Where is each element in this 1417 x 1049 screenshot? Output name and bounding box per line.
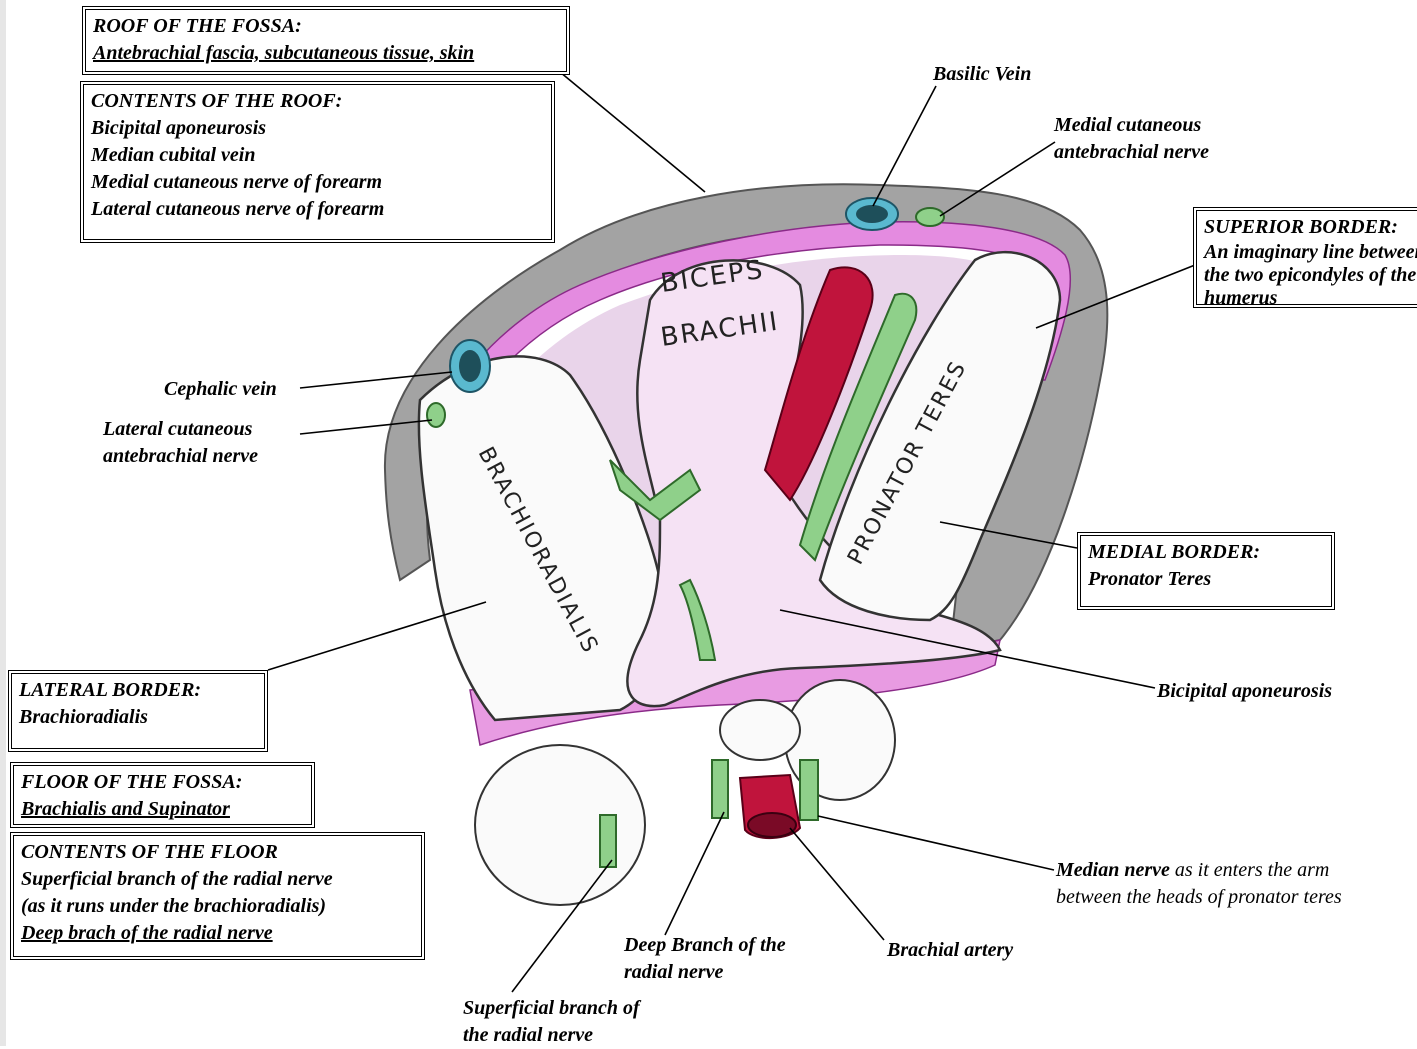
superior-border-line: humerus xyxy=(1204,287,1416,308)
lateral-border-title: LATERAL BORDER: xyxy=(19,677,257,704)
floor-contents-item: Superficial branch of the radial nerve xyxy=(21,866,414,893)
basilic-vein-label: Basilic Vein xyxy=(933,61,1031,88)
lateral-border-text: Brachioradialis xyxy=(19,704,257,731)
floor-contents-item: Deep brach of the radial nerve xyxy=(21,920,414,947)
superior-border-line: the two epicondyles of the xyxy=(1204,264,1416,287)
median-nerve-stub xyxy=(800,760,818,820)
superior-border-title: SUPERIOR BORDER: xyxy=(1204,214,1416,241)
medial-border-text: Pronator Teres xyxy=(1088,566,1324,593)
floor-title: FLOOR OF THE FOSSA: xyxy=(21,769,304,796)
floor-contents-title: CONTENTS OF THE FLOOR xyxy=(21,839,414,866)
lateral-cutaneous-line: Lateral cutaneous xyxy=(103,416,258,443)
lateral-cutaneous-line: antebrachial nerve xyxy=(103,443,258,470)
medial-cutaneous-line: antebrachial nerve xyxy=(1054,139,1209,166)
deep-branch-line: radial nerve xyxy=(624,959,786,986)
floor-contents-item: (as it runs under the brachioradialis) xyxy=(21,893,414,920)
deep-branch-label: Deep Branch of the radial nerve xyxy=(624,932,786,986)
superficial-branch-label: Superficial branch of the radial nerve xyxy=(463,995,640,1049)
roof-text: Antebrachial fascia, subcutaneous tissue… xyxy=(93,40,559,67)
superficial-branch-stub xyxy=(600,815,616,867)
medial-border-box: MEDIAL BORDER: Pronator Teres xyxy=(1077,532,1335,610)
roof-title: ROOF OF THE FOSSA: xyxy=(93,13,559,40)
superficial-branch-line: the radial nerve xyxy=(463,1022,640,1049)
roof-contents-item: Lateral cutaneous nerve of forearm xyxy=(91,196,544,223)
median-nerve-line2: between the heads of pronator teres xyxy=(1056,884,1342,911)
floor-blob-center xyxy=(720,700,800,760)
roof-contents-item: Medial cutaneous nerve of forearm xyxy=(91,169,544,196)
roof-contents-box: CONTENTS OF THE ROOF: Bicipital aponeuro… xyxy=(80,81,555,243)
floor-blob-left xyxy=(475,745,645,905)
lateral-cutaneous-nerve-vessel xyxy=(427,403,445,427)
floor-box: FLOOR OF THE FOSSA: Brachialis and Supin… xyxy=(10,762,315,828)
median-nerve-rest: as it enters the arm xyxy=(1170,859,1329,881)
superficial-branch-line: Superficial branch of xyxy=(463,995,640,1022)
roof-contents-item: Bicipital aponeurosis xyxy=(91,115,544,142)
roof-contents-title: CONTENTS OF THE ROOF: xyxy=(91,88,544,115)
superior-border-box: SUPERIOR BORDER: An imaginary line betwe… xyxy=(1193,207,1417,308)
deep-branch-line: Deep Branch of the xyxy=(624,932,786,959)
median-nerve-bold: Median nerve xyxy=(1056,859,1170,881)
medial-cutaneous-label: Medial cutaneous antebrachial nerve xyxy=(1054,112,1209,166)
superior-border-line: An imaginary line between xyxy=(1204,241,1416,264)
lateral-cutaneous-label: Lateral cutaneous antebrachial nerve xyxy=(103,416,258,470)
lateral-border-box: LATERAL BORDER: Brachioradialis xyxy=(8,670,268,752)
roof-box: ROOF OF THE FOSSA: Antebrachial fascia, … xyxy=(82,6,570,75)
floor-contents-box: CONTENTS OF THE FLOOR Superficial branch… xyxy=(10,832,425,960)
median-nerve-label: Median nerve as it enters the arm betwee… xyxy=(1056,857,1342,911)
roof-contents-item: Median cubital vein xyxy=(91,142,544,169)
brachial-artery-label: Brachial artery xyxy=(887,937,1013,964)
floor-text: Brachialis and Supinator xyxy=(21,796,304,823)
medial-cutaneous-nerve-vessel xyxy=(916,208,944,226)
medial-border-title: MEDIAL BORDER: xyxy=(1088,539,1324,566)
cephalic-vein-label: Cephalic vein xyxy=(164,376,277,403)
deep-branch-stub xyxy=(712,760,728,818)
medial-cutaneous-line: Medial cutaneous xyxy=(1054,112,1209,139)
bicipital-aponeurosis-label: Bicipital aponeurosis xyxy=(1157,678,1332,705)
